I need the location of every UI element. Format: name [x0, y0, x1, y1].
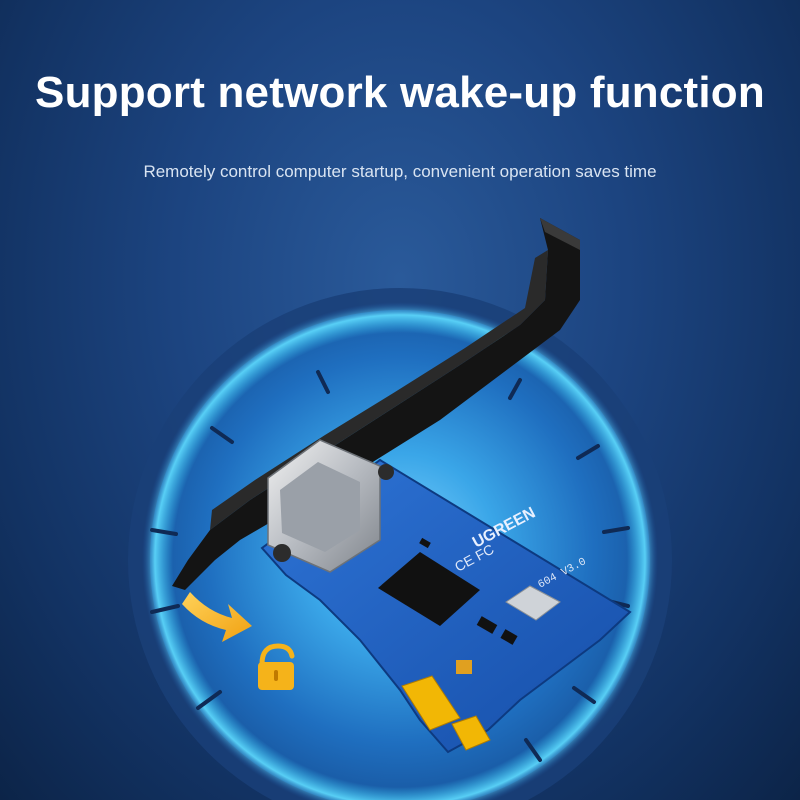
ethernet-port	[267, 439, 381, 573]
component	[419, 537, 431, 549]
screw	[378, 464, 394, 480]
headline: Support network wake-up function	[35, 68, 765, 117]
component	[456, 660, 472, 674]
component	[476, 616, 498, 634]
component	[500, 629, 518, 645]
unlock-icon	[258, 643, 295, 690]
gold-contacts	[401, 675, 491, 751]
curved-arrow-icon	[182, 592, 252, 642]
crystal-oscillator	[505, 585, 561, 621]
screw	[273, 544, 291, 562]
controller-chip	[378, 552, 480, 626]
subline: Remotely control computer startup, conve…	[143, 162, 657, 181]
